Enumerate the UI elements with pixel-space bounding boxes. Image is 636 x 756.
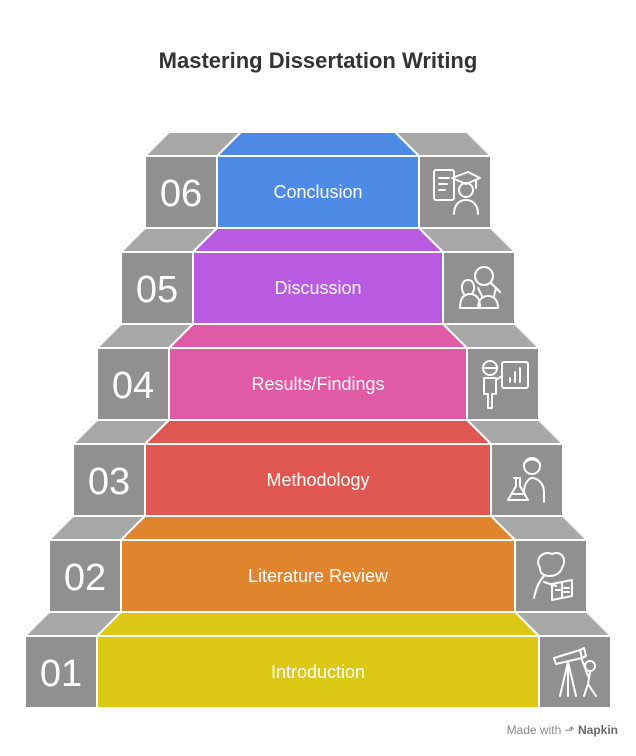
step-front-face bbox=[216, 155, 420, 229]
scientist-flask-icon bbox=[507, 457, 545, 503]
step-top-face bbox=[142, 419, 494, 445]
step-number: 05 bbox=[136, 269, 178, 311]
step-06: 06 Conclusion bbox=[142, 131, 494, 229]
step-label: Methodology bbox=[266, 470, 369, 490]
step-label: Discussion bbox=[274, 278, 361, 298]
side-face-left bbox=[72, 443, 146, 517]
step-top-face bbox=[94, 611, 542, 637]
graduate-document-icon bbox=[433, 169, 481, 215]
step-front-face bbox=[192, 251, 444, 325]
step-label: Literature Review bbox=[248, 566, 389, 586]
footer-credit[interactable]: Made with ⬏ Napkin bbox=[507, 723, 618, 737]
diagram-title: Mastering Dissertation Writing bbox=[158, 48, 478, 73]
step-02: 02 Literature Review bbox=[46, 515, 590, 613]
step-label: Introduction bbox=[271, 662, 365, 682]
step-number: 02 bbox=[64, 557, 106, 599]
presenter-chart-icon bbox=[482, 360, 529, 409]
step-front-face bbox=[144, 443, 492, 517]
people-search-icon bbox=[459, 266, 501, 309]
telescope-person-icon bbox=[553, 647, 597, 697]
step-front-face bbox=[96, 635, 540, 709]
step-number: 01 bbox=[40, 653, 82, 695]
step-top-face bbox=[190, 227, 446, 253]
step-number: 06 bbox=[160, 173, 202, 215]
step-number: 04 bbox=[112, 365, 154, 407]
step-front-face bbox=[168, 347, 468, 421]
footer-made-with: Made with bbox=[506, 723, 562, 737]
step-top-face bbox=[166, 323, 470, 349]
step-05: 05 Discussion bbox=[118, 227, 518, 325]
step-01: 01 Introduction bbox=[22, 611, 614, 709]
reading-person-icon bbox=[533, 552, 573, 601]
side-face-right bbox=[538, 635, 612, 709]
step-label: Results/Findings bbox=[251, 374, 384, 394]
step-number: 03 bbox=[88, 461, 130, 503]
side-face-left bbox=[120, 251, 194, 325]
footer-brand: Napkin bbox=[577, 723, 618, 737]
step-top-face bbox=[214, 131, 422, 157]
step-top-face bbox=[118, 515, 518, 541]
side-face-left bbox=[48, 539, 122, 613]
step-front-face bbox=[120, 539, 516, 613]
step-03: 03 Methodology bbox=[70, 419, 566, 517]
side-face-left bbox=[24, 635, 98, 709]
step-04: 04 Results/Findings bbox=[94, 323, 542, 421]
step-label: Conclusion bbox=[273, 182, 362, 202]
napkin-logo-icon: ⬏ bbox=[564, 723, 575, 737]
side-face-left bbox=[96, 347, 170, 421]
side-face-left bbox=[144, 155, 218, 229]
